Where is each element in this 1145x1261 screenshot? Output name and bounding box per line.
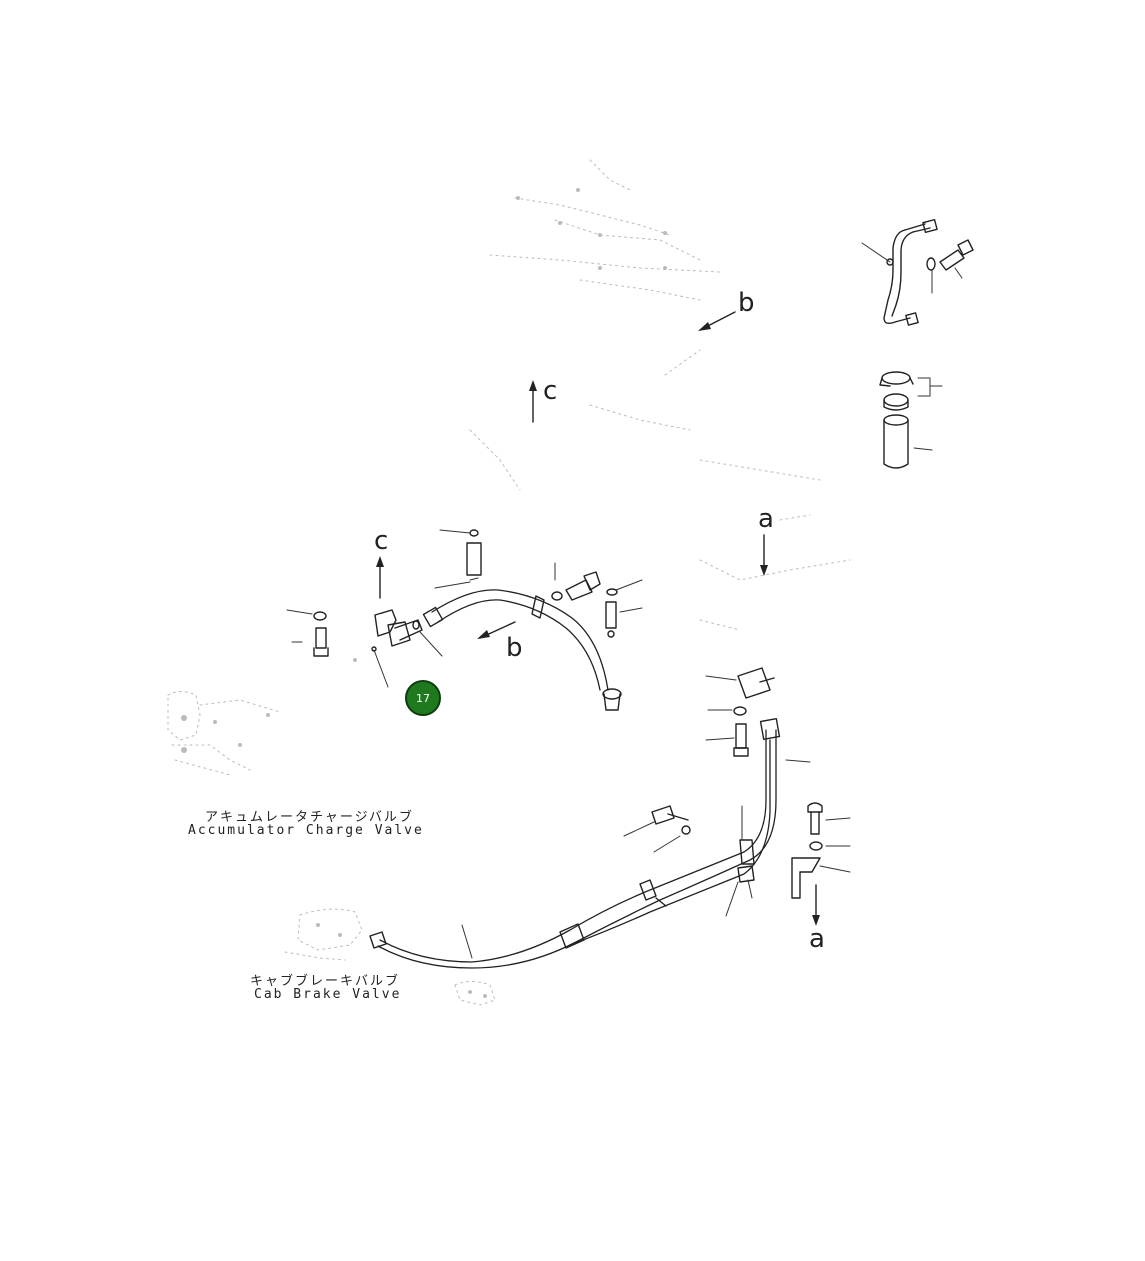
ghost-upper-block (489, 159, 721, 301)
direction-label-a-upper: a (758, 504, 774, 534)
lower-hoses (369, 718, 811, 969)
direction-label-c-lower: c (374, 526, 389, 556)
direction-label-b-lower: b (506, 633, 523, 663)
direction-label-a-lower: a (809, 924, 825, 954)
upper-right-pipe (861, 218, 974, 326)
direction-label-b-upper: b (738, 288, 755, 318)
upper-hose-hardware (551, 562, 643, 638)
top-middle-fitting (434, 529, 482, 589)
cab-brake-valve-ghost (284, 908, 496, 1006)
cab-brake-caption-en: Cab Brake Valve (254, 987, 402, 1002)
callout-marker-icon[interactable]: 17 (405, 680, 441, 716)
right-middle-fittings (705, 667, 775, 757)
direction-arrows (376, 311, 820, 926)
cab-brake-caption-jp: キャブブレーキバルブ (250, 974, 401, 989)
accumulator-caption-jp: アキュムレータチャージバルブ (205, 810, 414, 825)
left-fittings (286, 609, 443, 688)
direction-label-c-upper: c (543, 376, 558, 406)
right-clamps-sleeve (879, 371, 943, 469)
lower-left-hardware (623, 805, 691, 853)
accumulator-valve-ghost (167, 658, 357, 776)
lower-right-bracket (791, 802, 851, 899)
accumulator-caption-en: Accumulator Charge Valve (188, 823, 424, 838)
upper-hose (422, 589, 622, 711)
ghost-middle (469, 349, 851, 631)
